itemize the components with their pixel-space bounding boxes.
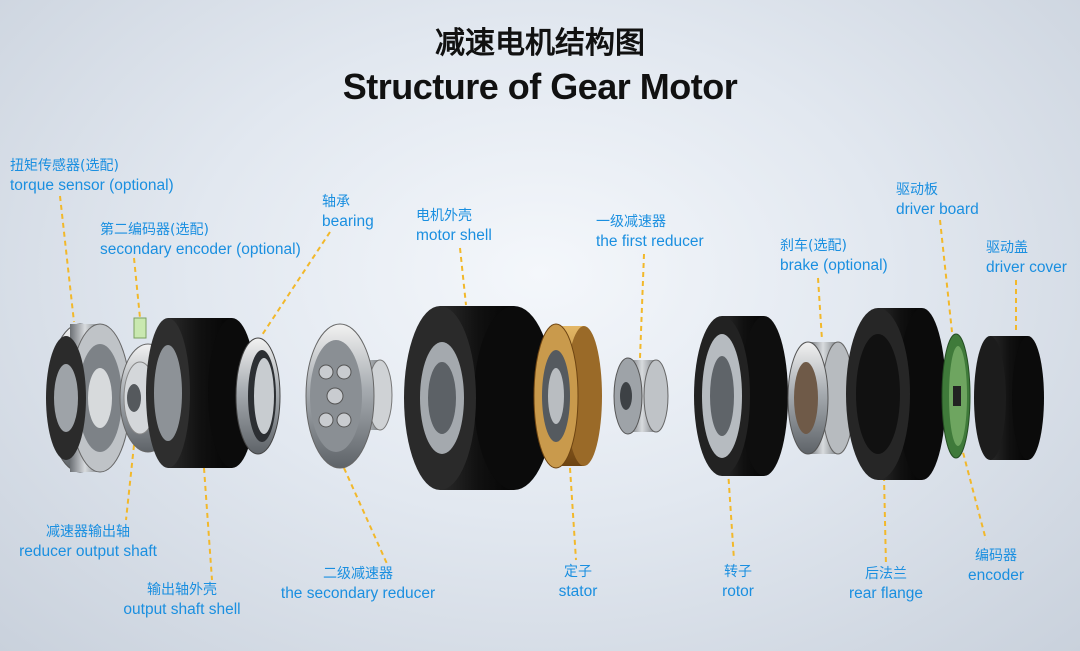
label-rear-flange-en: rear flange	[848, 585, 924, 602]
label-torque-sensor: 扭矩传感器(选配) torque sensor (optional)	[10, 156, 174, 196]
title-english: Structure of Gear Motor	[342, 66, 738, 107]
brake-part	[787, 341, 855, 455]
label-first-reducer-en: the first reducer	[596, 233, 704, 250]
label-secondary-encoder: 第二编码器(选配) secondary encoder (optional)	[100, 220, 301, 260]
label-driver-cover-en: driver cover	[986, 259, 1067, 276]
bearing-part	[235, 337, 281, 455]
label-encoder-en: encoder	[967, 567, 1025, 584]
label-rotor: 转子 rotor	[722, 562, 754, 602]
label-bearing-cn: 轴承	[322, 194, 350, 210]
leader-lines	[59, 195, 1017, 581]
label-motor-shell-en: motor shell	[416, 227, 492, 244]
label-stator-cn: 定子	[563, 564, 592, 580]
title-chinese: 减速电机结构图	[435, 26, 645, 61]
stator-part	[533, 323, 602, 469]
rear-flange-part	[846, 308, 946, 480]
label-secondary-encoder-cn: 第二编码器(选配)	[100, 222, 209, 238]
secondary-reducer-part	[305, 323, 393, 469]
leader-brake	[817, 277, 823, 341]
label-first-reducer: 一级减速器 the first reducer	[596, 212, 704, 252]
label-torque-sensor-en: torque sensor (optional)	[10, 177, 174, 194]
label-rotor-en: rotor	[722, 583, 754, 600]
leader-output-shaft-shell	[203, 467, 213, 581]
label-rear-flange: 后法兰 rear flange	[849, 564, 923, 604]
motor-shell-part	[404, 306, 554, 490]
label-encoder-cn: 编码器	[974, 548, 1017, 564]
label-motor-shell: 电机外壳 motor shell	[416, 206, 492, 246]
label-reducer-output-shaft: 减速器输出轴 reducer output shaft	[19, 522, 157, 562]
leader-rotor	[727, 469, 735, 561]
output-shaft-shell-part	[146, 318, 256, 468]
label-bearing: 轴承 bearing	[322, 192, 374, 232]
driver-cover-part	[974, 336, 1044, 460]
leader-torque-sensor	[59, 195, 75, 323]
label-brake-en: brake (optional)	[780, 257, 888, 274]
label-output-shaft-shell-en: output shaft shell	[123, 601, 241, 618]
label-encoder: 编码器 encoder	[968, 546, 1024, 586]
label-reducer-output-shaft-en: reducer output shaft	[19, 543, 157, 560]
label-brake-cn: 刹车(选配)	[780, 238, 847, 254]
label-driver-cover: 驱动盖 driver cover	[986, 238, 1067, 278]
leader-reducer-output-shaft	[125, 444, 135, 521]
leader-secondary-reducer	[343, 467, 389, 567]
label-bearing-en: bearing	[322, 213, 374, 230]
leader-first-reducer	[639, 253, 645, 359]
label-stator-en: stator	[558, 583, 598, 600]
label-driver-board-cn: 驱动板	[896, 182, 938, 198]
leader-motor-shell	[459, 247, 467, 306]
label-reducer-output-shaft-cn: 减速器输出轴	[46, 524, 130, 540]
label-stator: 定子 stator	[559, 562, 598, 602]
label-secondary-reducer-cn: 二级减速器	[322, 566, 393, 582]
leader-rear-flange	[883, 475, 887, 567]
label-driver-board-en: driver board	[896, 201, 979, 218]
label-driver-cover-cn: 驱动盖	[986, 240, 1028, 256]
label-motor-shell-cn: 电机外壳	[416, 208, 472, 224]
label-first-reducer-cn: 一级减速器	[596, 214, 666, 230]
rotor-part	[694, 316, 788, 476]
label-output-shaft-shell: 输出轴外壳 output shaft shell	[123, 580, 240, 620]
label-rear-flange-cn: 后法兰	[864, 566, 907, 582]
label-secondary-encoder-en: secondary encoder (optional)	[100, 241, 301, 258]
label-brake: 刹车(选配) brake (optional)	[780, 236, 888, 276]
leader-driver-board	[939, 219, 953, 333]
leader-stator	[569, 467, 577, 561]
torque-sensor-part	[46, 323, 131, 473]
label-torque-sensor-cn: 扭矩传感器(选配)	[10, 158, 119, 174]
label-secondary-reducer-en: the secondary reducer	[280, 585, 436, 602]
label-driver-board: 驱动板 driver board	[896, 180, 979, 220]
leader-bearing	[261, 231, 331, 336]
label-rotor-cn: 转子	[724, 564, 752, 580]
driver-board-part	[941, 333, 971, 459]
label-output-shaft-shell-cn: 输出轴外壳	[146, 582, 217, 598]
label-secondary-reducer: 二级减速器 the secondary reducer	[281, 564, 435, 604]
first-reducer-part	[613, 357, 669, 435]
leader-secondary-encoder	[133, 257, 141, 319]
